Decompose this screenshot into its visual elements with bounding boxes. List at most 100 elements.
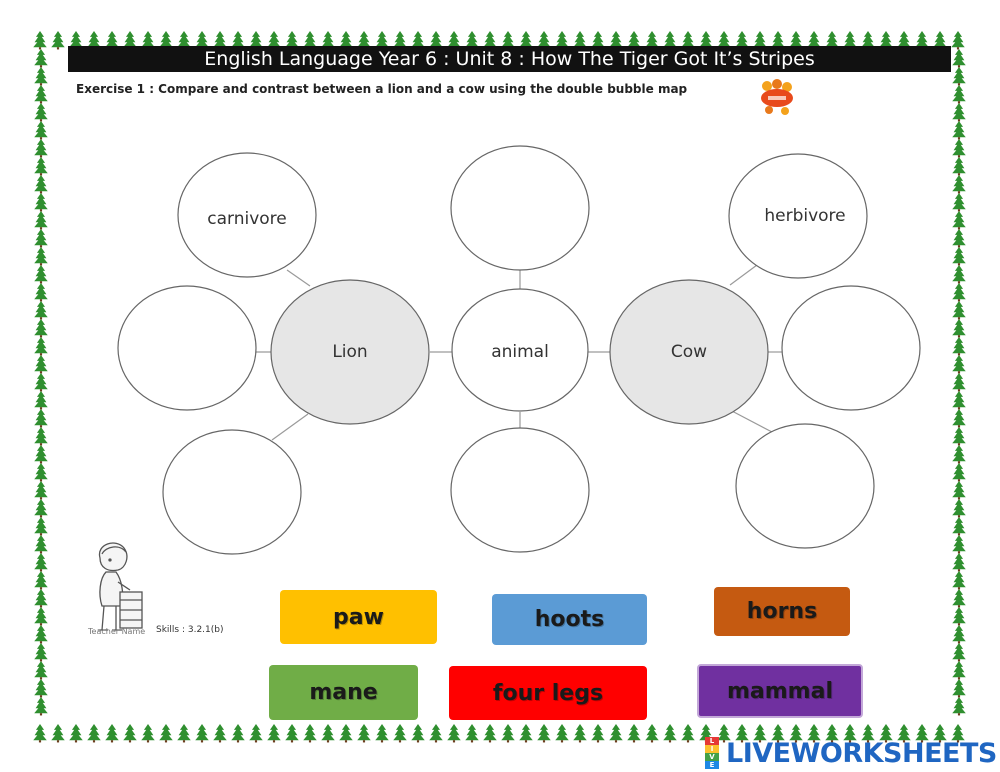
tree-border-icon — [34, 499, 48, 518]
tree-border-icon — [933, 724, 947, 743]
badge-letter-e: E — [705, 761, 719, 769]
right-outer-bubble-top[interactable] — [728, 153, 868, 279]
tree-border-icon — [465, 724, 479, 743]
connector-lines — [255, 264, 782, 441]
tree-border-icon — [952, 661, 966, 680]
word-tile-paw[interactable]: paw — [280, 590, 437, 644]
tree-border-icon — [34, 247, 48, 266]
tree-border-icon — [123, 724, 137, 743]
tree-border-icon — [591, 724, 605, 743]
tree-border-icon — [34, 85, 48, 104]
tree-border-icon — [34, 157, 48, 176]
tree-border-icon — [825, 724, 839, 743]
tree-border-icon — [951, 724, 965, 743]
tree-border-icon — [952, 157, 966, 176]
tree-border-icon — [34, 301, 48, 320]
exercise-instruction: Exercise 1 : Compare and contrast betwee… — [76, 82, 688, 96]
tree-border-icon — [555, 724, 569, 743]
tree-border-icon — [34, 139, 48, 158]
tree-border-icon — [952, 103, 966, 122]
bubble-label-animal: animal — [491, 342, 549, 362]
tree-border-icon — [897, 724, 911, 743]
tree-border-icon — [34, 319, 48, 338]
skills-label: Skills : 3.2.1(b) — [156, 625, 224, 635]
tree-border-icon — [177, 724, 191, 743]
tree-border-icon — [34, 445, 48, 464]
tree-border-icon — [34, 337, 48, 356]
tree-border-icon — [339, 724, 353, 743]
word-tile-mammal[interactable]: mammal — [697, 664, 863, 718]
tree-border-icon — [789, 724, 803, 743]
tree-border-icon — [952, 553, 966, 572]
tree-border-icon — [34, 679, 48, 698]
tree-border-icon — [879, 724, 893, 743]
tree-border-icon — [807, 724, 821, 743]
tree-border-icon — [483, 724, 497, 743]
tree-border-icon — [952, 247, 966, 266]
liveworksheets-brand[interactable]: L I V E LIVEWORKSHEETS — [700, 736, 997, 770]
bubble-label-carnivore: carnivore — [207, 209, 287, 229]
tree-border-icon — [34, 643, 48, 662]
bubble-label-lion: Lion — [332, 342, 368, 362]
tree-border-icon — [952, 643, 966, 662]
tree-border-icon — [952, 391, 966, 410]
tree-border-icon — [952, 409, 966, 428]
word-tile-horns[interactable]: horns — [714, 587, 850, 636]
left-outer-bubble-middle[interactable] — [117, 285, 257, 411]
tree-border-icon — [952, 535, 966, 554]
bubble-label-herbivore: herbivore — [764, 206, 846, 226]
tree-border-icon — [952, 517, 966, 536]
tree-border-icon — [34, 517, 48, 536]
tree-border-icon — [34, 589, 48, 608]
tree-border-icon — [627, 724, 641, 743]
tree-border-icon — [303, 724, 317, 743]
tree-border-icon — [952, 697, 966, 716]
tree-border-icon — [34, 427, 48, 446]
tree-border-icon — [573, 724, 587, 743]
left-outer-bubble-bottom[interactable] — [162, 429, 302, 555]
tree-border-icon — [771, 724, 785, 743]
page-title: English Language Year 6 : Unit 8 : How T… — [68, 46, 951, 72]
tree-border-icon — [952, 211, 966, 230]
shared-bubble-bottom[interactable] — [450, 427, 590, 553]
tree-border-icon — [159, 724, 173, 743]
tree-border-icon — [537, 724, 551, 743]
tree-border-icon — [952, 481, 966, 500]
tree-border-icon — [231, 724, 245, 743]
tree-border-icon — [952, 463, 966, 482]
word-tile-four-legs[interactable]: four legs — [449, 666, 647, 720]
tree-border-icon — [33, 31, 47, 50]
word-tile-hoots[interactable]: hoots — [492, 594, 647, 645]
tree-border-icon — [34, 391, 48, 410]
tree-border-icon — [952, 337, 966, 356]
right-outer-bubble-middle[interactable] — [781, 285, 921, 411]
tree-border-icon — [34, 409, 48, 428]
tree-border-icon — [34, 373, 48, 392]
tree-border-icon — [952, 607, 966, 626]
tree-border-icon — [33, 724, 47, 743]
tree-border-icon — [952, 283, 966, 302]
tree-border-icon — [951, 31, 965, 50]
shared-bubble-middle[interactable] — [451, 288, 589, 412]
liveworksheets-logo-icon: L I V E — [700, 737, 724, 769]
tree-border-icon — [735, 724, 749, 743]
tree-border-icon — [321, 724, 335, 743]
left-outer-bubble-top[interactable] — [177, 152, 317, 278]
word-tile-mane[interactable]: mane — [269, 665, 418, 720]
tree-border-icon — [34, 67, 48, 86]
tree-border-icon — [249, 724, 263, 743]
tree-border-icon — [447, 724, 461, 743]
tree-border-icon — [34, 193, 48, 212]
tree-border-icon — [681, 724, 695, 743]
tree-border-icon — [519, 724, 533, 743]
tree-border-icon — [952, 373, 966, 392]
tree-border-icon — [952, 175, 966, 194]
right-outer-bubble-bottom[interactable] — [735, 423, 875, 549]
shared-bubble-top[interactable] — [450, 145, 590, 271]
tree-border-icon — [34, 607, 48, 626]
tree-border-icon — [717, 724, 731, 743]
tree-border-icon — [645, 724, 659, 743]
tree-border-icon — [952, 193, 966, 212]
